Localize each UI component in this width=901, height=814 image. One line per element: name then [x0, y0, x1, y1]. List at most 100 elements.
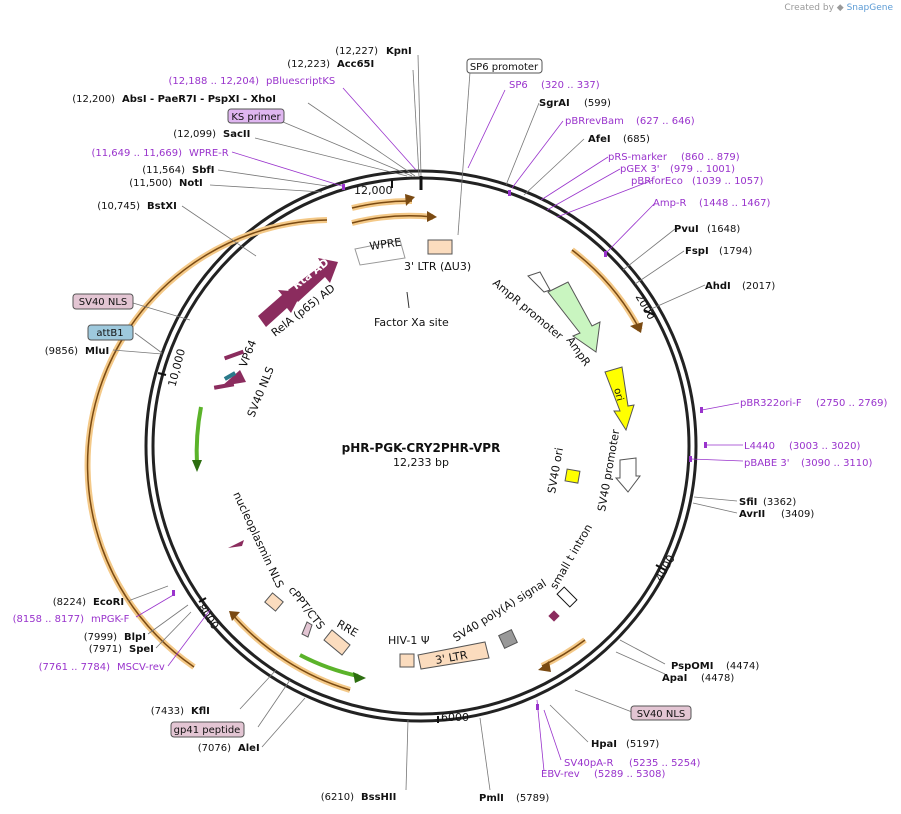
site-absi-group: AbsI - PaeR7I - PspXI - XhoI — [122, 94, 276, 105]
site-spei: SpeI — [129, 644, 154, 655]
site-labels: (12,227) KpnI (12,223) Acc65I (12,188 ..… — [13, 46, 888, 804]
site-bstxi: BstXI — [147, 201, 177, 212]
feature-label-vp64: VP64 — [237, 338, 260, 369]
primer-sp6: SP6 — [509, 80, 528, 91]
site-blpi: BlpI — [124, 632, 146, 643]
site-pos-acc65i: (12,223) — [287, 59, 330, 70]
site-ahdi: AhdI — [705, 281, 731, 292]
rre-box — [323, 629, 351, 656]
primer-pbr322ori-f: pBR322ori-F — [740, 398, 802, 409]
site-kpni: KpnI — [386, 46, 412, 57]
feature-sv40-nls-left: SV40 NLS — [79, 297, 128, 308]
primer-pos-sp6: (320 .. 337) — [541, 80, 600, 91]
primer-pos-mpgk-f: (8158 .. 8177) — [13, 614, 85, 625]
primer-ebv-rev: EBV-rev — [541, 769, 580, 780]
orf-arrowhead-sv40 — [538, 661, 551, 672]
site-sbfi: SbfI — [192, 165, 214, 176]
site-mlui: MluI — [85, 346, 109, 357]
sv40-promoter-arrow — [614, 457, 641, 493]
site-pos-sfii: (3362) — [763, 497, 796, 508]
site-pos-bsshii: (6210) — [321, 792, 354, 803]
leader-lines — [112, 54, 744, 791]
site-pvui: PvuI — [674, 224, 699, 235]
primer-pos-ebv-rev: (5289 .. 5308) — [594, 769, 666, 780]
site-pos-sgrai: (599) — [584, 98, 611, 109]
plasmid-name: pHR-PGK-CRY2PHR-VPR — [342, 441, 501, 455]
attb1-box — [87, 324, 134, 341]
hiv-psi-box — [399, 653, 415, 668]
primer-markers — [172, 184, 707, 710]
feature-sv40-nls-right: SV40 NLS — [637, 709, 686, 720]
ampr-arrow — [547, 281, 601, 353]
site-alei: AleI — [238, 743, 260, 754]
ltr3-box — [417, 641, 490, 670]
feature-label-small-t-intron: small t intron — [547, 522, 595, 592]
site-bsshii: BssHII — [361, 792, 396, 803]
ampr-promoter-arrow — [527, 271, 551, 293]
site-pos-hpai: (5197) — [626, 739, 659, 750]
primer-mscv-rev: MSCV-rev — [117, 662, 165, 673]
site-sacii: SacII — [223, 129, 250, 140]
primer-pos-sv40pa-r: (5235 .. 5254) — [629, 758, 701, 769]
feature-sp6-promoter: SP6 promoter — [470, 62, 539, 73]
feature-label-sv40-nls: SV40 NLS — [245, 365, 277, 419]
site-acc65i: Acc65I — [337, 59, 374, 70]
feature-label-ampr-promoter: AmpR promoter — [490, 276, 566, 342]
tick-label-6000: 6000 — [441, 711, 469, 724]
orf-arrowhead-top-2 — [427, 211, 437, 222]
feature-label-ltr3: 3' LTR — [434, 648, 469, 667]
attb1-feature — [223, 371, 237, 381]
primer-pos-pbrrevbam: (627 .. 646) — [636, 116, 695, 127]
site-pos-ahdi: (2017) — [742, 281, 775, 292]
cppt-cts-shape — [301, 621, 313, 638]
rta-ad-arrow — [288, 258, 338, 302]
tick-label-12000: 12,000 — [354, 184, 393, 197]
site-pos-kfli: (7433) — [151, 706, 184, 717]
site-pos-ecori: (8224) — [53, 597, 86, 608]
site-pos-spei: (7971) — [89, 644, 122, 655]
green-arrow-left — [194, 406, 203, 466]
primer-pos-l4440: (3003 .. 3020) — [789, 441, 861, 452]
tick-label-2000: 2000 — [633, 291, 658, 322]
vp64-arrow — [222, 370, 246, 386]
site-pspomi: PspOMI — [671, 661, 713, 672]
site-apai: ApaI — [662, 673, 687, 684]
site-pos-pspomi: (4474) — [726, 661, 759, 672]
credit-brand: SnapGene — [846, 3, 893, 13]
cppt-box — [264, 592, 284, 612]
primer-pos-amp-r: (1448 .. 1467) — [699, 198, 771, 209]
site-kfli: KflI — [191, 706, 210, 717]
tick-8000 — [198, 597, 207, 603]
tick-marks — [157, 176, 666, 723]
site-pos-apai: (4478) — [701, 673, 734, 684]
site-ecori: EcoRI — [93, 597, 124, 608]
sv40-polya-box — [498, 629, 518, 649]
primer-pos-pbabe3: (3090 .. 3110) — [801, 458, 873, 469]
site-pos-noti: (11,500) — [129, 178, 172, 189]
sp6-promoter-box — [466, 58, 543, 74]
feature-label-ltr-du3: 3' LTR (ΔU3) — [404, 260, 471, 273]
orf-arrowhead-top-1 — [405, 194, 415, 206]
ltr-du3-box — [427, 239, 453, 255]
factor-xa-line — [406, 291, 410, 309]
site-sgrai: SgrAI — [539, 98, 570, 109]
tick-10000 — [157, 372, 167, 376]
site-pos-avrii: (3409) — [781, 509, 814, 520]
primer-pgex3: pGEX 3' — [620, 164, 660, 175]
tick-4000 — [655, 564, 666, 571]
feature-label-sv40-promoter: SV40 promoter — [595, 428, 622, 513]
site-pos-mlui: (9856) — [45, 346, 78, 357]
primer-ks: KS primer — [231, 112, 281, 123]
primer-pos-pbr322ori-f: (2750 .. 2769) — [816, 398, 888, 409]
primer-pbluescriptks: pBluescriptKS — [266, 76, 335, 87]
nucleoplasmin-nls-arrow — [228, 540, 244, 548]
site-pmli: PmlI — [479, 793, 504, 804]
site-pos-alei: (7076) — [198, 743, 231, 754]
site-pos-absi: (12,200) — [72, 94, 115, 105]
primer-mpgk-f: mPGK-F — [91, 614, 130, 625]
site-afei: AfeI — [588, 134, 611, 145]
orf-arc-ampr — [571, 249, 641, 331]
tick-label-8000: 8000 — [195, 602, 222, 632]
rela-ad-arrow — [258, 290, 302, 327]
primer-pbrrevbam: pBRrevBam — [565, 116, 624, 127]
